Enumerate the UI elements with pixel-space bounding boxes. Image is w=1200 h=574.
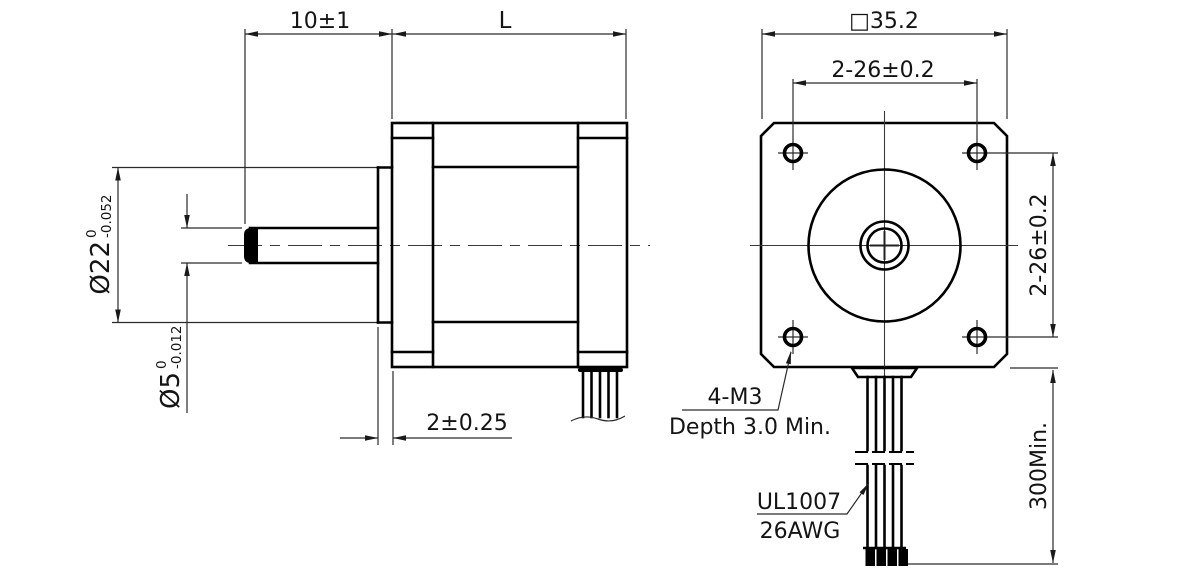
mounting-holes	[782, 142, 988, 348]
svg-text:300Min.: 300Min.	[1027, 422, 1052, 510]
svg-text:0: 0	[154, 360, 170, 369]
front-view: □35.2 2-26±0.2 2-26±0.2 300Min. 4-M3 Dep…	[669, 9, 1058, 566]
shaft-circle	[866, 227, 903, 264]
mounting-hole	[782, 142, 804, 164]
svg-text:-0.052: -0.052	[99, 194, 115, 238]
dim-motor-length-text: L	[499, 8, 512, 34]
mounting-hole	[782, 326, 804, 348]
wire-bundle-upper	[866, 375, 903, 452]
pilot-boss-side	[376, 166, 394, 324]
motor-faceplate	[759, 121, 1009, 369]
wire-break-wavy	[570, 415, 626, 422]
wire-bundle-lower	[866, 464, 903, 550]
side-extension-lines	[112, 29, 627, 445]
front-dimension-lines	[762, 33, 1054, 563]
mounting-hole-leader	[682, 351, 792, 411]
mounting-hole	[966, 326, 988, 348]
wire-tips	[865, 549, 908, 566]
shaft-side	[244, 226, 380, 265]
dim-pilot-diameter-text: Ø22 0 -0.052	[84, 194, 116, 294]
side-arrowheads	[115, 31, 626, 441]
svg-text:Ø22: Ø22	[86, 241, 116, 295]
dim-frame-width-text: □35.2	[849, 9, 919, 34]
dim-shaft-diameter-text: Ø5 0 -0.012	[154, 325, 186, 409]
motor-body-side	[390, 121, 629, 369]
wire-note-line1: UL1007	[757, 490, 841, 515]
front-centerlines	[750, 111, 1018, 380]
wire-connector	[849, 366, 920, 379]
front-extension-lines	[761, 29, 1058, 565]
mounting-hole	[966, 142, 988, 164]
front-arrowheads	[762, 31, 1056, 563]
lead-wires-front	[849, 366, 920, 566]
dim-lead-length-text: 300Min.	[1027, 422, 1052, 510]
mounting-hole-note-line1: 4-M3	[708, 385, 763, 410]
wire-note-leader	[757, 483, 869, 515]
side-dimension-lines	[117, 33, 626, 439]
shaft-hub-circle	[859, 220, 910, 271]
wire-note-line2: 26AWG	[760, 519, 841, 544]
dim-hole-spacing-top-text: 2-26±0.2	[831, 58, 934, 83]
side-view: 10±1 L Ø22 0 -0.052 Ø5 0 -0.012 2±0.25	[84, 8, 650, 445]
mounting-hole-note-line2: Depth 3.0 Min.	[669, 415, 831, 440]
svg-text:2-26±0.2: 2-26±0.2	[1027, 193, 1052, 296]
dim-pilot-height-text: 2±0.25	[426, 411, 507, 436]
svg-text:0: 0	[84, 229, 100, 238]
svg-text:Ø5: Ø5	[156, 372, 186, 409]
svg-text:-0.012: -0.012	[169, 325, 185, 369]
pilot-circle	[807, 168, 962, 323]
dim-shaft-length-text: 10±1	[290, 9, 350, 34]
dim-hole-spacing-side-text: 2-26±0.2	[1027, 193, 1052, 296]
lead-wires-side	[570, 368, 626, 422]
